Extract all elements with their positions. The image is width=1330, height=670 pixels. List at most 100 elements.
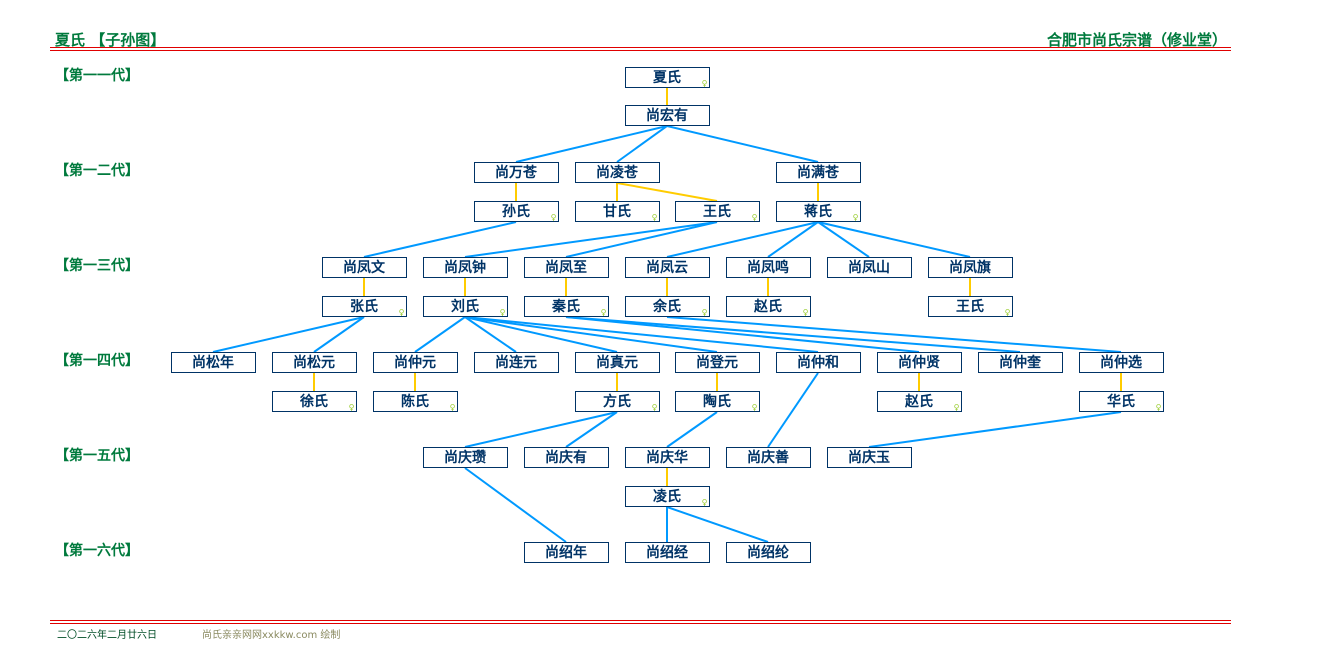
child-link	[464, 316, 718, 353]
spouse-node[interactable]: 方氏♀	[574, 391, 660, 412]
node-name: 刘氏	[451, 299, 479, 315]
spouse-node[interactable]: 孙氏♀	[473, 201, 559, 222]
person-node[interactable]: 尚绍年	[523, 542, 609, 563]
person-node[interactable]: 尚满苍	[775, 162, 861, 183]
footer-credit[interactable]: 尚氏亲亲网网xxkkw.com 绘制	[202, 630, 341, 641]
person-node[interactable]: 尚松元	[271, 352, 357, 373]
spouse-node[interactable]: 华氏♀	[1078, 391, 1164, 412]
person-node[interactable]: 尚仲选	[1078, 352, 1164, 373]
person-node[interactable]: 尚仲贤	[876, 352, 962, 373]
spouse-node[interactable]: 王氏♀	[674, 201, 760, 222]
female-icon: ♀	[701, 498, 708, 507]
female-icon: ♀	[398, 308, 405, 317]
spouse-node[interactable]: 王氏♀	[927, 296, 1013, 317]
spouse-node[interactable]: 蒋氏 ♀	[775, 201, 861, 222]
female-icon: ♀	[701, 308, 708, 317]
spouse-link	[616, 182, 718, 202]
spouse-node[interactable]: 张氏♀	[321, 296, 407, 317]
node-name: 赵氏	[905, 394, 933, 410]
child-link	[868, 411, 1122, 448]
person-node[interactable]: 尚真元	[574, 352, 660, 373]
generation-label: 【第一一代】	[55, 68, 139, 84]
person-node[interactable]: 尚庆有	[523, 447, 609, 468]
chart-title: 夏氏 【子孙图】	[55, 31, 166, 49]
person-node[interactable]: 尚凤鸣	[725, 257, 811, 278]
node-name: 尚绍年	[545, 545, 587, 561]
person-node[interactable]: 尚绍纶	[725, 542, 811, 563]
node-name: 尚仲贤	[898, 355, 940, 371]
spouse-node[interactable]: 陈氏♀	[372, 391, 458, 412]
node-name: 尚庆玉	[848, 450, 890, 466]
person-node[interactable]: 尚松年	[170, 352, 256, 373]
child-link	[363, 221, 517, 258]
node-name: 尚满苍	[797, 165, 839, 181]
node-name: 王氏	[703, 204, 731, 220]
spouse-node[interactable]: 刘氏♀	[422, 296, 508, 317]
node-name: 尚庆瓒	[444, 450, 486, 466]
node-name: 尚凤旗	[949, 260, 991, 276]
child-link	[666, 506, 769, 543]
person-node[interactable]: 尚仲奎	[977, 352, 1063, 373]
person-node[interactable]: 尚凤旗	[927, 257, 1013, 278]
child-link	[313, 316, 365, 353]
person-node[interactable]: 尚凤钟	[422, 257, 508, 278]
child-link	[817, 221, 971, 258]
child-link	[464, 221, 718, 258]
spouse-node[interactable]: 甘氏♀	[574, 201, 660, 222]
person-node[interactable]: 尚凤云	[624, 257, 710, 278]
person-node[interactable]: 尚凤山	[826, 257, 912, 278]
child-link	[464, 467, 567, 543]
person-node[interactable]: 尚凤文	[321, 257, 407, 278]
female-icon: ♀	[802, 308, 809, 317]
node-name: 尚庆有	[545, 450, 587, 466]
person-node[interactable]: 尚万苍	[473, 162, 559, 183]
child-link	[565, 316, 1021, 353]
spouse-node[interactable]: 赵氏♀	[725, 296, 811, 317]
node-name: 方氏	[603, 394, 631, 410]
node-name: 尚宏有	[646, 108, 688, 124]
child-link	[464, 316, 517, 353]
person-node[interactable]: 尚庆玉	[826, 447, 912, 468]
generation-label: 【第一三代】	[55, 258, 139, 274]
female-icon: ♀	[701, 79, 708, 88]
child-link	[616, 125, 668, 163]
child-link	[414, 316, 466, 353]
person-node[interactable]: 尚庆瓒	[422, 447, 508, 468]
person-node[interactable]: 尚宏有	[624, 105, 710, 126]
person-node[interactable]: 尚连元	[473, 352, 559, 373]
node-name: 蒋氏	[804, 204, 832, 220]
generation-label: 【第一五代】	[55, 448, 139, 464]
node-name: 尚仲选	[1100, 355, 1142, 371]
person-node[interactable]: 尚绍经	[624, 542, 710, 563]
node-name: 余氏	[653, 299, 681, 315]
person-node[interactable]: 尚庆善	[725, 447, 811, 468]
spouse-node[interactable]: 秦氏♀	[523, 296, 609, 317]
header-divider	[50, 50, 1231, 51]
person-node[interactable]: 尚登元	[674, 352, 760, 373]
person-node[interactable]: 尚凌苍	[574, 162, 660, 183]
node-name: 尚凤山	[848, 260, 890, 276]
female-icon: ♀	[852, 213, 859, 222]
node-name: 尚登元	[696, 355, 738, 371]
person-node[interactable]: 尚仲和	[775, 352, 861, 373]
child-link	[767, 221, 819, 258]
spouse-node[interactable]: 凌氏♀	[624, 486, 710, 507]
spouse-node[interactable]: 徐氏♀	[271, 391, 357, 412]
node-name: 陶氏	[703, 394, 731, 410]
node-name: 尚庆善	[747, 450, 789, 466]
child-link	[666, 221, 819, 258]
spouse-node[interactable]: 夏氏♀	[624, 67, 710, 88]
generation-label: 【第一二代】	[55, 163, 139, 179]
person-node[interactable]: 尚庆华	[624, 447, 710, 468]
node-name: 尚仲元	[394, 355, 436, 371]
female-icon: ♀	[449, 403, 456, 412]
child-link	[666, 125, 819, 163]
person-node[interactable]: 尚仲元	[372, 352, 458, 373]
spouse-node[interactable]: 赵氏♀	[876, 391, 962, 412]
spouse-node[interactable]: 余氏 ♀	[624, 296, 710, 317]
node-name: 王氏	[956, 299, 984, 315]
female-icon: ♀	[1155, 403, 1162, 412]
person-node[interactable]: 尚凤至	[523, 257, 609, 278]
spouse-node[interactable]: 陶氏♀	[674, 391, 760, 412]
